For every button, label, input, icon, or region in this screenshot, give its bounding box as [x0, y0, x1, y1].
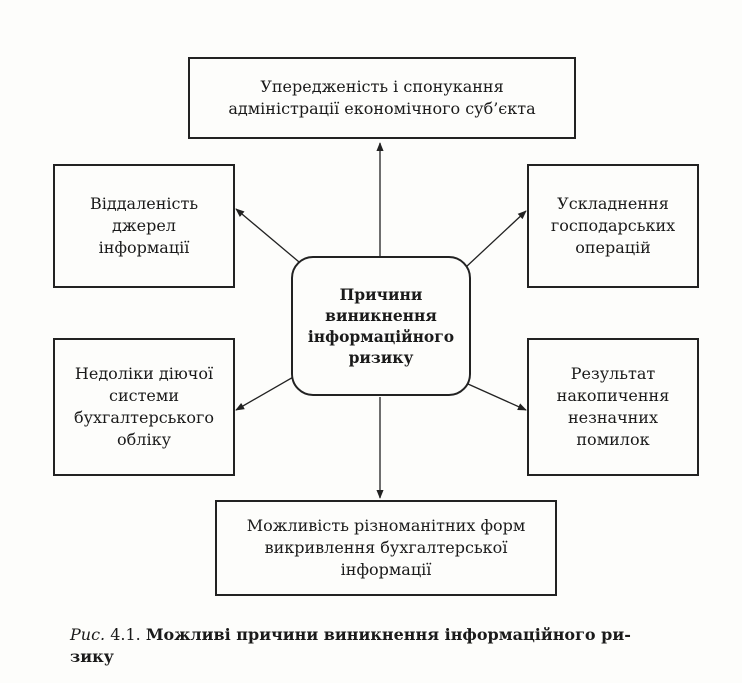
cause-box-upper-right: Ускладнення господарських операцій — [527, 164, 699, 288]
box-line: Результат — [570, 364, 656, 383]
center-line: ризику — [348, 348, 414, 367]
figure-caption: Рис. 4.1. Можливі причини виникнення інф… — [70, 624, 702, 668]
box-line: джерел — [112, 216, 176, 235]
box-line: накопичення — [556, 386, 670, 405]
box-line: помилок — [576, 430, 650, 449]
box-line: інформації — [98, 238, 190, 257]
box-line: адміністрації економічного суб’єкта — [228, 99, 536, 118]
figure-number: 4.1. — [110, 625, 141, 644]
center-line: Причини — [339, 285, 423, 304]
box-line: інформації — [340, 560, 432, 579]
box-line: господарських — [550, 216, 676, 235]
cause-box-bottom: Можливість різноманітних форм викривленн… — [215, 500, 557, 596]
box-line: обліку — [117, 430, 171, 449]
box-line: бухгалтерського — [73, 408, 215, 427]
central-concept-box: Причини виникнення інформаційного ризику — [291, 256, 471, 396]
box-line: викривлення бухгалтерської — [264, 538, 508, 557]
box-line: Упередженість і спонукання — [260, 77, 504, 96]
center-line: інформаційного — [307, 327, 455, 346]
figure-title-line-2: зику — [70, 647, 114, 666]
caption-line-1: Рис. 4.1. Можливі причини виникнення інф… — [70, 624, 702, 646]
center-line: виникнення — [325, 306, 437, 325]
box-line: системи — [108, 386, 179, 405]
cause-box-lower-right: Результат накопичення незначних помилок — [527, 338, 699, 476]
box-line: незначних — [568, 408, 658, 427]
figure-title-line-1: Можливі причини виникнення інформаційног… — [145, 625, 631, 644]
cause-box-upper-left: Віддаленість джерел інформації — [53, 164, 235, 288]
box-line: операцій — [575, 238, 651, 257]
box-line: Ускладнення — [557, 194, 669, 213]
arrow-to-upper-right — [465, 210, 527, 268]
cause-box-lower-left: Недоліки діючої системи бухгалтерського … — [53, 338, 235, 476]
arrow-to-upper-left — [235, 208, 306, 268]
box-line: Недоліки діючої — [74, 364, 214, 383]
cause-box-top: Упередженість і спонукання адміністрації… — [188, 57, 576, 139]
figure-label: Рис. — [70, 625, 106, 644]
box-line: Можливість різноманітних форм — [246, 516, 526, 535]
box-line: Віддаленість — [89, 194, 199, 213]
arrow-to-lower-right — [467, 383, 527, 411]
